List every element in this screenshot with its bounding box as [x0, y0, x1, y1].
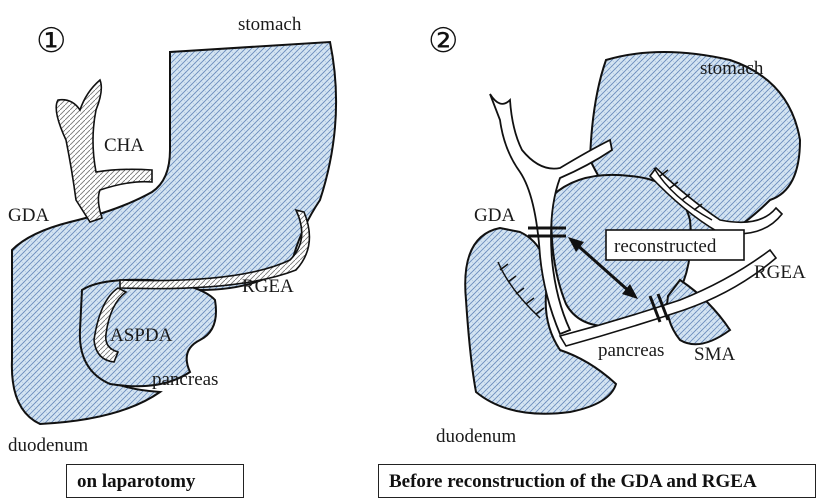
panel-2-number: ② [428, 21, 458, 61]
panel2-label-rgea: RGEA [754, 262, 806, 283]
panel1-label-aspda: ASPDA [110, 325, 173, 346]
panel-1: ① stomach CHA GDA RGEA ASPDA pancreas du… [8, 14, 336, 456]
panel1-label-rgea: RGEA [242, 276, 294, 297]
panel1-label-gda: GDA [8, 205, 49, 226]
panel2-caption: Before reconstruction of the GDA and RGE… [378, 464, 816, 498]
panel1-label-pancreas: pancreas [152, 369, 218, 390]
panel1-label-cha: CHA [104, 135, 144, 156]
panel1-label-duodenum: duodenum [8, 435, 88, 456]
panel1-caption: on laparotomy [66, 464, 244, 498]
panel2-label-stomach: stomach [700, 58, 764, 79]
panel1-label-stomach: stomach [238, 14, 302, 35]
panel2-label-sma: SMA [694, 344, 735, 365]
panel2-label-reconstructed: reconstructed [614, 236, 717, 257]
panel2-label-gda: GDA [474, 205, 515, 226]
panel-1-number: ① [36, 21, 66, 61]
panel2-label-pancreas: pancreas [598, 340, 664, 361]
panel-2: ② [428, 21, 806, 447]
panel2-label-duodenum: duodenum [436, 426, 516, 447]
